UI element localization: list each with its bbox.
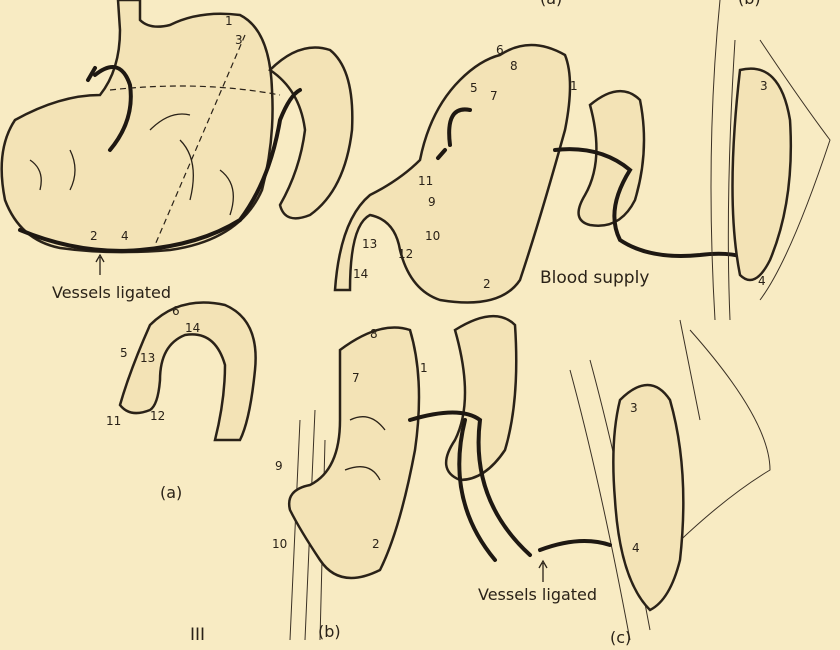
label-11: 11 [418,174,433,188]
stomach-top-left [0,0,274,254]
panel-a-drawing: 6 14 5 13 11 12 (a) [106,301,257,502]
stomach-top-right [333,43,572,304]
caption-c: (c) [610,628,631,647]
label-4: 4 [632,541,640,555]
top-right-drawing: 6 8 5 7 1 11 9 10 13 12 14 2 3 4 Blood s… [333,0,831,321]
label-14: 14 [185,321,200,335]
duodenum-panel-a [118,301,257,442]
label-2: 2 [90,229,98,243]
caption-a: (a) [160,483,182,502]
vessels-ligated-label-top: Vessels ligated [52,283,171,302]
label-12: 12 [398,247,413,261]
spleen-top-left [268,46,354,220]
label-3: 3 [630,401,638,415]
stomach-panel-b [287,326,421,580]
label-5: 5 [120,346,128,360]
arrow-up-icon [95,253,105,275]
label-4: 4 [121,229,129,243]
label-14: 14 [353,267,368,281]
organ-panel-c [612,383,685,612]
label-9: 9 [275,459,283,473]
label-10: 10 [425,229,440,243]
plate-number: III [190,625,205,645]
label-10: 10 [272,537,287,551]
label-2: 2 [372,537,380,551]
label-12: 12 [150,409,165,423]
label-3: 3 [760,79,768,93]
label-1: 1 [420,361,428,375]
label-7: 7 [490,89,498,103]
vessels-ligated-label-bottom: Vessels ligated [478,585,597,604]
label-9: 9 [428,195,436,209]
label-1: 1 [225,14,233,28]
spleen-panel-b [445,314,518,482]
label-11: 11 [106,414,121,428]
label-3: 3 [235,33,243,47]
label-5: 5 [470,81,478,95]
label-4: 4 [758,274,766,288]
organ-top-right-c [731,67,793,282]
label-6: 6 [496,43,504,57]
arrow-up-icon [538,559,548,582]
panel-c-drawing: 3 4 Vessels ligated (c) [478,319,771,647]
label-8: 8 [370,327,378,341]
caption-top-cut-b: (b) [738,0,761,8]
top-left-stomach-drawing: 1 3 2 4 Vessels ligated [0,0,354,302]
caption-top-cut-a: (a) [540,0,562,8]
caption-b: (b) [318,622,341,641]
panel-b-drawing: 8 7 1 9 10 2 (b) III [190,314,532,645]
label-1: 1 [570,79,578,93]
label-6: 6 [172,304,180,318]
label-7: 7 [352,371,360,385]
blood-supply-label: Blood supply [540,268,649,288]
label-13: 13 [140,351,155,365]
label-8: 8 [510,59,518,73]
label-13: 13 [362,237,377,251]
label-2: 2 [483,277,491,291]
